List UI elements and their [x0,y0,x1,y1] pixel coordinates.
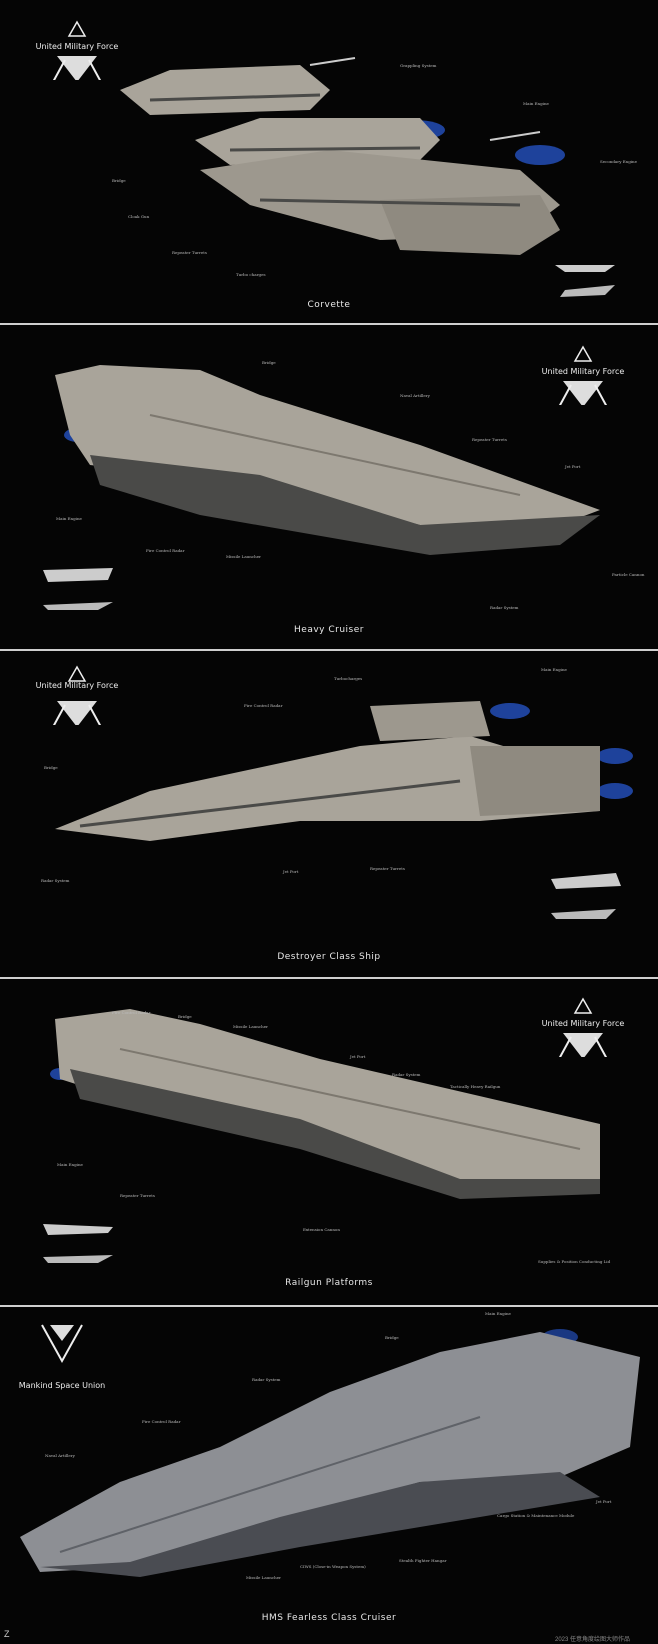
callout-label: Tactically Heavy Railgun [450,1084,501,1089]
panel-corvette: United Military Force Grappling System M… [0,0,658,323]
destroyer-silhouette-icon [551,873,621,919]
callout-label: Secondary Engine [600,159,637,164]
callout-label: Turbocharges [334,676,363,681]
logo-united-military-force: United Military Force [533,997,633,1062]
panel-railgun: United Military Force Fire Control Radar… [0,979,658,1305]
callout-label: Radar System [252,1377,281,1382]
callout-label: Radar System [41,878,70,883]
panel-destroyer: United Military Force Turbocharges Main … [0,651,658,977]
callout-label: Bridge [385,1335,399,1340]
panel-caption: Railgun Platforms [285,1278,373,1288]
logo-united-military-force: United Military Force [27,20,127,85]
callout-label: Main Engine [541,667,567,672]
railgun-silhouette-icon [43,1224,113,1263]
callout-label: Fire Control Radar [244,703,283,708]
panel-divider [0,1305,658,1307]
heavy-cruiser-silhouette-icon [43,568,113,610]
destroyer-ship-illustration [55,701,633,841]
callout-label: Main Engine [57,1162,83,1167]
callout-label: Radar System [392,1072,421,1077]
callout-label: Main Engine [485,1311,511,1316]
logo-mankind-space-union: Mankind Space Union [12,1321,112,1390]
callout-label: Stealth Fighter Hangar [399,1558,447,1563]
msu-emblem-icon [41,1324,83,1364]
callout-label: Jet Port [565,464,581,469]
callout-label: Missile Launcher [246,1575,281,1580]
logo-text: Mankind Space Union [18,1381,106,1390]
callout-label: Repeater Turrets [120,1193,155,1198]
callout-label: Naval Artillery [45,1453,75,1458]
callout-label: Bridge [178,1014,192,1019]
callout-label: Particle Cannon [612,572,645,577]
callout-label: Extension Cannon [303,1227,340,1232]
panel-caption: Corvette [307,300,351,310]
callout-label: Repeater Turrets [172,250,207,255]
callout-label: Grappling System [400,63,437,68]
callout-label: Cargo Station & Maintenance Module [497,1513,575,1518]
panel-caption: Heavy Cruiser [294,625,364,635]
corvette-silhouette-icon [555,265,615,297]
callout-label: Jet Port [596,1499,612,1504]
footer-note: 2023 任意角度绘图大师作品 [555,1637,631,1643]
callout-label: Naval Artillery [400,393,430,398]
callout-label: Bridge [44,765,58,770]
panel-divider [0,649,658,651]
callout-label: Main Engine [523,101,549,106]
panel-divider [0,323,658,325]
logo-text: United Military Force [541,367,625,376]
logo-united-military-force: United Military Force [533,345,633,410]
hms-fearless-ship-illustration [20,1329,640,1577]
callout-label: Fire Control Radar [142,1419,181,1424]
railgun-platform-illustration [50,1009,600,1199]
callout-label: Fire Control Radar [146,548,185,553]
callout-label: Missile Launcher [226,554,261,559]
callout-label: Repeater Turrets [370,866,405,871]
signature-mark: Z [4,1629,10,1639]
callout-label: Supplies & Position Conducting Lid [538,1259,611,1264]
callout-label: Bridge [112,178,126,183]
callout-label: Turbo charges [236,272,266,277]
callout-label: Radar System [490,605,519,610]
callout-label: Fire Control Radar [112,1010,151,1015]
panel-caption: Destroyer Class Ship [277,952,381,962]
callout-label: CIWS (Close-in Weapon System) [300,1564,366,1569]
callout-label: Jet Port [350,1054,366,1059]
panel-hms-fearless: Mankind Space Union Main Engine Bridge R… [0,1307,658,1644]
panel-caption: HMS Fearless Class Cruiser [261,1613,397,1623]
callout-label: Cloak Gun [128,214,150,219]
logo-text: United Military Force [541,1019,625,1028]
callout-label: Bridge [262,360,276,365]
panel-heavy-cruiser: United Military Force Bridge Naval Artil… [0,325,658,649]
callout-label: Jet Port [283,869,299,874]
logo-text: United Military Force [35,42,119,51]
logo-united-military-force: United Military Force [27,665,127,730]
logo-text: United Military Force [35,681,119,690]
panel-divider [0,977,658,979]
callout-label: Repeater Turrets [472,437,507,442]
corvette-ship-illustration [120,57,565,255]
callout-label: Missile Launcher [233,1024,268,1029]
heavy-cruiser-ship-illustration [55,365,600,555]
callout-label: Main Engine [56,516,82,521]
